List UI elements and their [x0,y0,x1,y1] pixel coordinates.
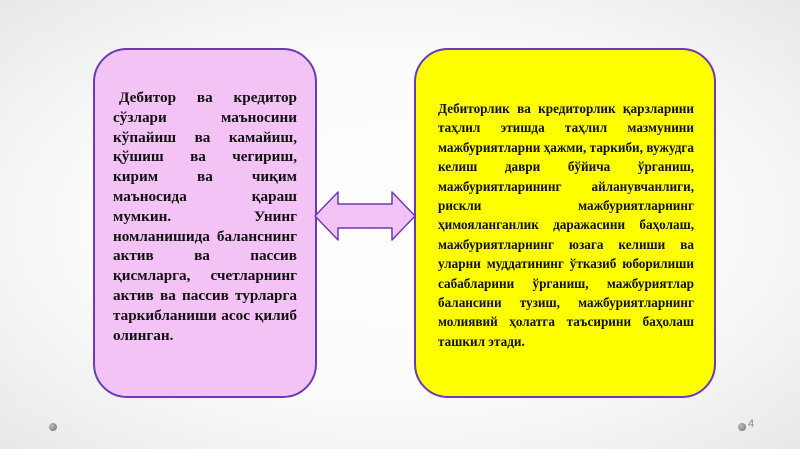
right-box-text: Дебиторлик ва кредиторлик қарзларини таҳ… [438,101,694,349]
left-text-box: Дебитор ва кредитор сўзлари маъносини кў… [93,48,317,398]
right-text-box: Дебиторлик ва кредиторлик қарзларини таҳ… [414,48,716,398]
bullet-dot-icon [49,423,57,431]
left-box-text: Дебитор ва кредитор сўзлари маъносини кў… [113,89,297,344]
bullet-dot-icon [738,423,746,431]
double-arrow-icon [314,191,416,241]
page-number: 4 [748,418,755,430]
